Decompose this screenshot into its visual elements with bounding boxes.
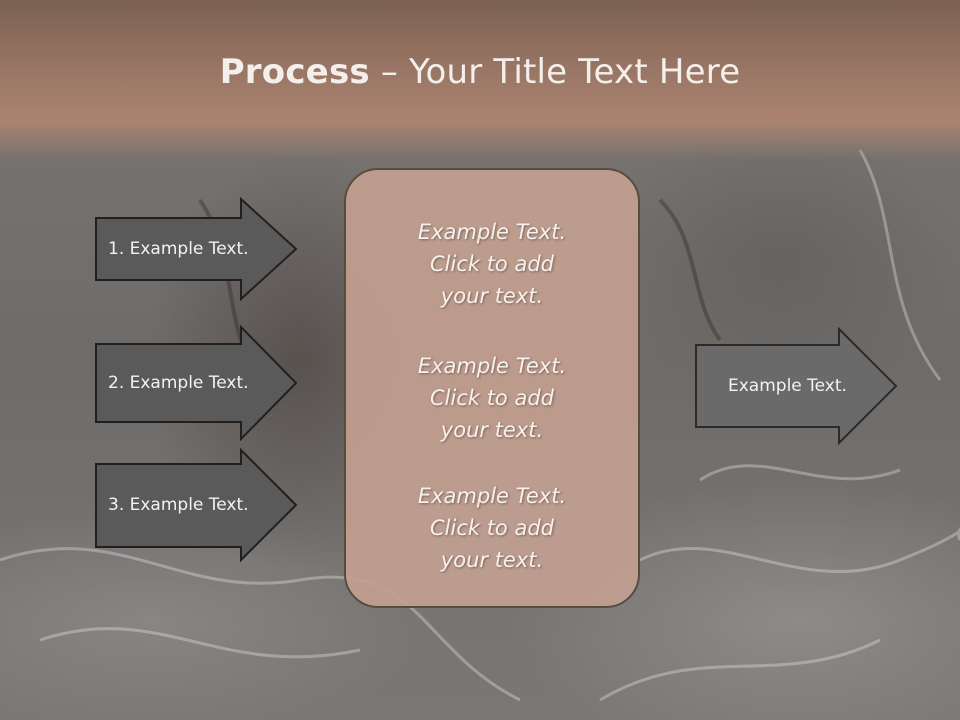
center-line: Click to add	[429, 386, 554, 410]
left-arrow-2[interactable]: 2. Example Text.	[94, 325, 300, 441]
left-arrow-label: 3. Example Text.	[108, 495, 249, 515]
center-paragraph-2: Example Text. Click to add your text.	[346, 350, 638, 446]
left-arrow-label: 2. Example Text.	[108, 373, 249, 393]
title-rest: – Your Title Text Here	[369, 52, 741, 92]
center-line: Click to add	[429, 252, 554, 276]
slide-title[interactable]: Process – Your Title Text Here	[0, 52, 960, 92]
arrow-shape-icon	[695, 327, 898, 445]
left-arrow-3[interactable]: 3. Example Text.	[94, 448, 300, 562]
right-arrow[interactable]: Example Text.	[694, 327, 900, 445]
title-banner	[0, 0, 960, 160]
left-arrow-label: 1. Example Text.	[108, 239, 249, 259]
arrow-shape-icon	[95, 448, 298, 562]
center-line: Example Text.	[417, 354, 567, 378]
center-line: your text.	[440, 548, 544, 572]
left-arrow-1[interactable]: 1. Example Text.	[94, 197, 300, 301]
center-paragraph-1: Example Text. Click to add your text.	[346, 216, 638, 312]
center-line: your text.	[440, 284, 544, 308]
right-arrow-label: Example Text.	[728, 376, 847, 396]
title-bold: Process	[219, 52, 370, 92]
arrow-shape-icon	[95, 197, 298, 301]
center-line: your text.	[440, 418, 544, 442]
center-line: Click to add	[429, 516, 554, 540]
center-paragraph-3: Example Text. Click to add your text.	[346, 480, 638, 576]
arrow-shape-icon	[95, 325, 298, 441]
center-line: Example Text.	[417, 220, 567, 244]
center-text-box[interactable]: Example Text. Click to add your text. Ex…	[344, 168, 640, 608]
center-line: Example Text.	[417, 484, 567, 508]
